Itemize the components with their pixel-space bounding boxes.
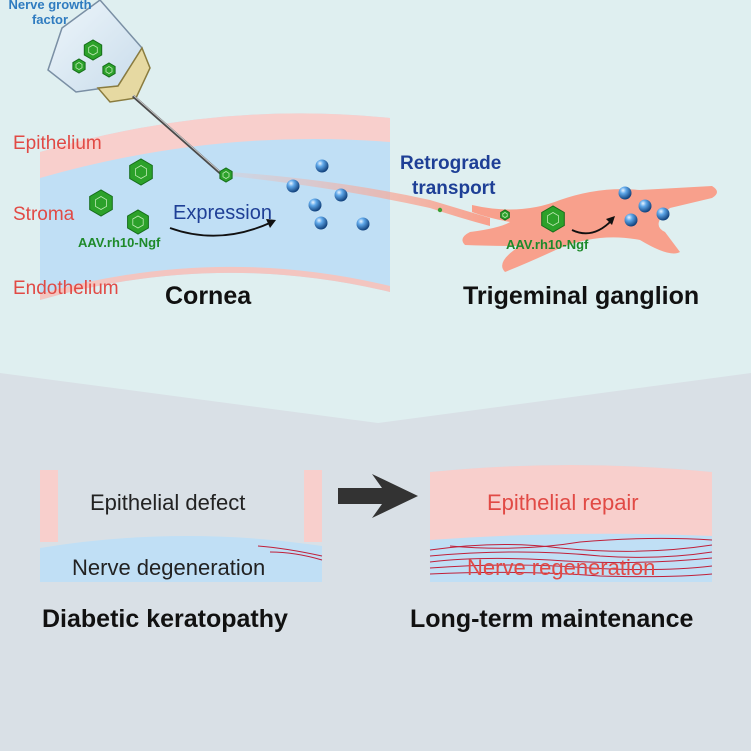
ganglion-expression-arrow [571, 219, 613, 235]
left-epithelium-edge-right [304, 470, 322, 542]
ngf-proteins [286, 159, 670, 231]
ganglion-expression-arrow-head [606, 216, 615, 225]
diabetic-keratopathy-title: Diabetic keratopathy [42, 605, 288, 633]
ngf-protein-icon [334, 188, 348, 202]
aav-label-ganglion: AAV.rh10-Ngf [506, 237, 589, 252]
axon [230, 172, 490, 226]
transport-dot [437, 207, 443, 213]
aav-virus-icon [89, 189, 113, 217]
left-stroma [40, 535, 322, 582]
nerve-degeneration-label: Nerve degeneration [72, 555, 266, 580]
aav-virus-icon [500, 209, 510, 221]
expression-label: Expression [173, 202, 272, 224]
right-epithelium [430, 465, 712, 540]
nerve-regeneration-label: Nerve regeneration [467, 555, 656, 580]
aav-virus-icon [127, 209, 149, 235]
trigeminal-ganglion-shape [462, 186, 717, 272]
aav-virus-icon [102, 62, 116, 78]
repair-panel [429, 465, 713, 582]
regenerated-nerves [429, 537, 713, 578]
expression-arrow-head [266, 219, 276, 228]
ngf-protein-icon [656, 207, 670, 221]
aav-label-cornea: AAV.rh10-Ngf [78, 235, 161, 250]
epithelial-repair-label: Epithelial repair [487, 490, 639, 515]
ganglion-title: Trigeminal ganglion [463, 282, 700, 310]
progression-arrow [338, 474, 418, 518]
syringe-hub [96, 46, 151, 103]
cornea-illustration [40, 113, 390, 300]
cornea-title: Cornea [165, 282, 252, 310]
ngf-protein-icon [618, 186, 632, 200]
expression-arrow [169, 221, 273, 237]
virus-particles [72, 39, 565, 235]
aav-virus-icon [541, 205, 565, 233]
endothelium-label: Endothelium [13, 278, 119, 299]
ngf-protein-icon [638, 199, 652, 213]
endothelium-layer [40, 266, 390, 300]
transport-label: transport [412, 178, 496, 199]
ngf-protein-icon [308, 198, 322, 212]
ngf-protein-icon [356, 217, 370, 231]
degenerated-nerves [257, 545, 323, 561]
stroma-layer [40, 113, 390, 300]
ngf-protein-icon [314, 216, 328, 230]
ngf-protein-icon [624, 213, 638, 227]
diabetic-panel [40, 470, 323, 582]
stroma-label: Stroma [13, 204, 75, 225]
aav-virus-icon [72, 58, 86, 74]
left-epithelium-edge-left [40, 470, 58, 542]
retrograde-label: Retrograde [400, 153, 502, 174]
epithelium-layer [40, 113, 390, 178]
aav-virus-icon [219, 167, 233, 183]
syringe-label: Nerve growth factor [8, 0, 92, 27]
ngf-protein-icon [286, 179, 300, 193]
aav-virus-icon [83, 39, 103, 61]
ngf-protein-icon [315, 159, 329, 173]
epithelial-defect-label: Epithelial defect [90, 490, 246, 515]
syringe-needle [132, 94, 227, 180]
aav-virus-icon [129, 158, 153, 186]
needle-highlight [132, 94, 227, 178]
long-term-maintenance-title: Long-term maintenance [410, 605, 694, 633]
epithelium-label: Epithelium [13, 133, 102, 154]
